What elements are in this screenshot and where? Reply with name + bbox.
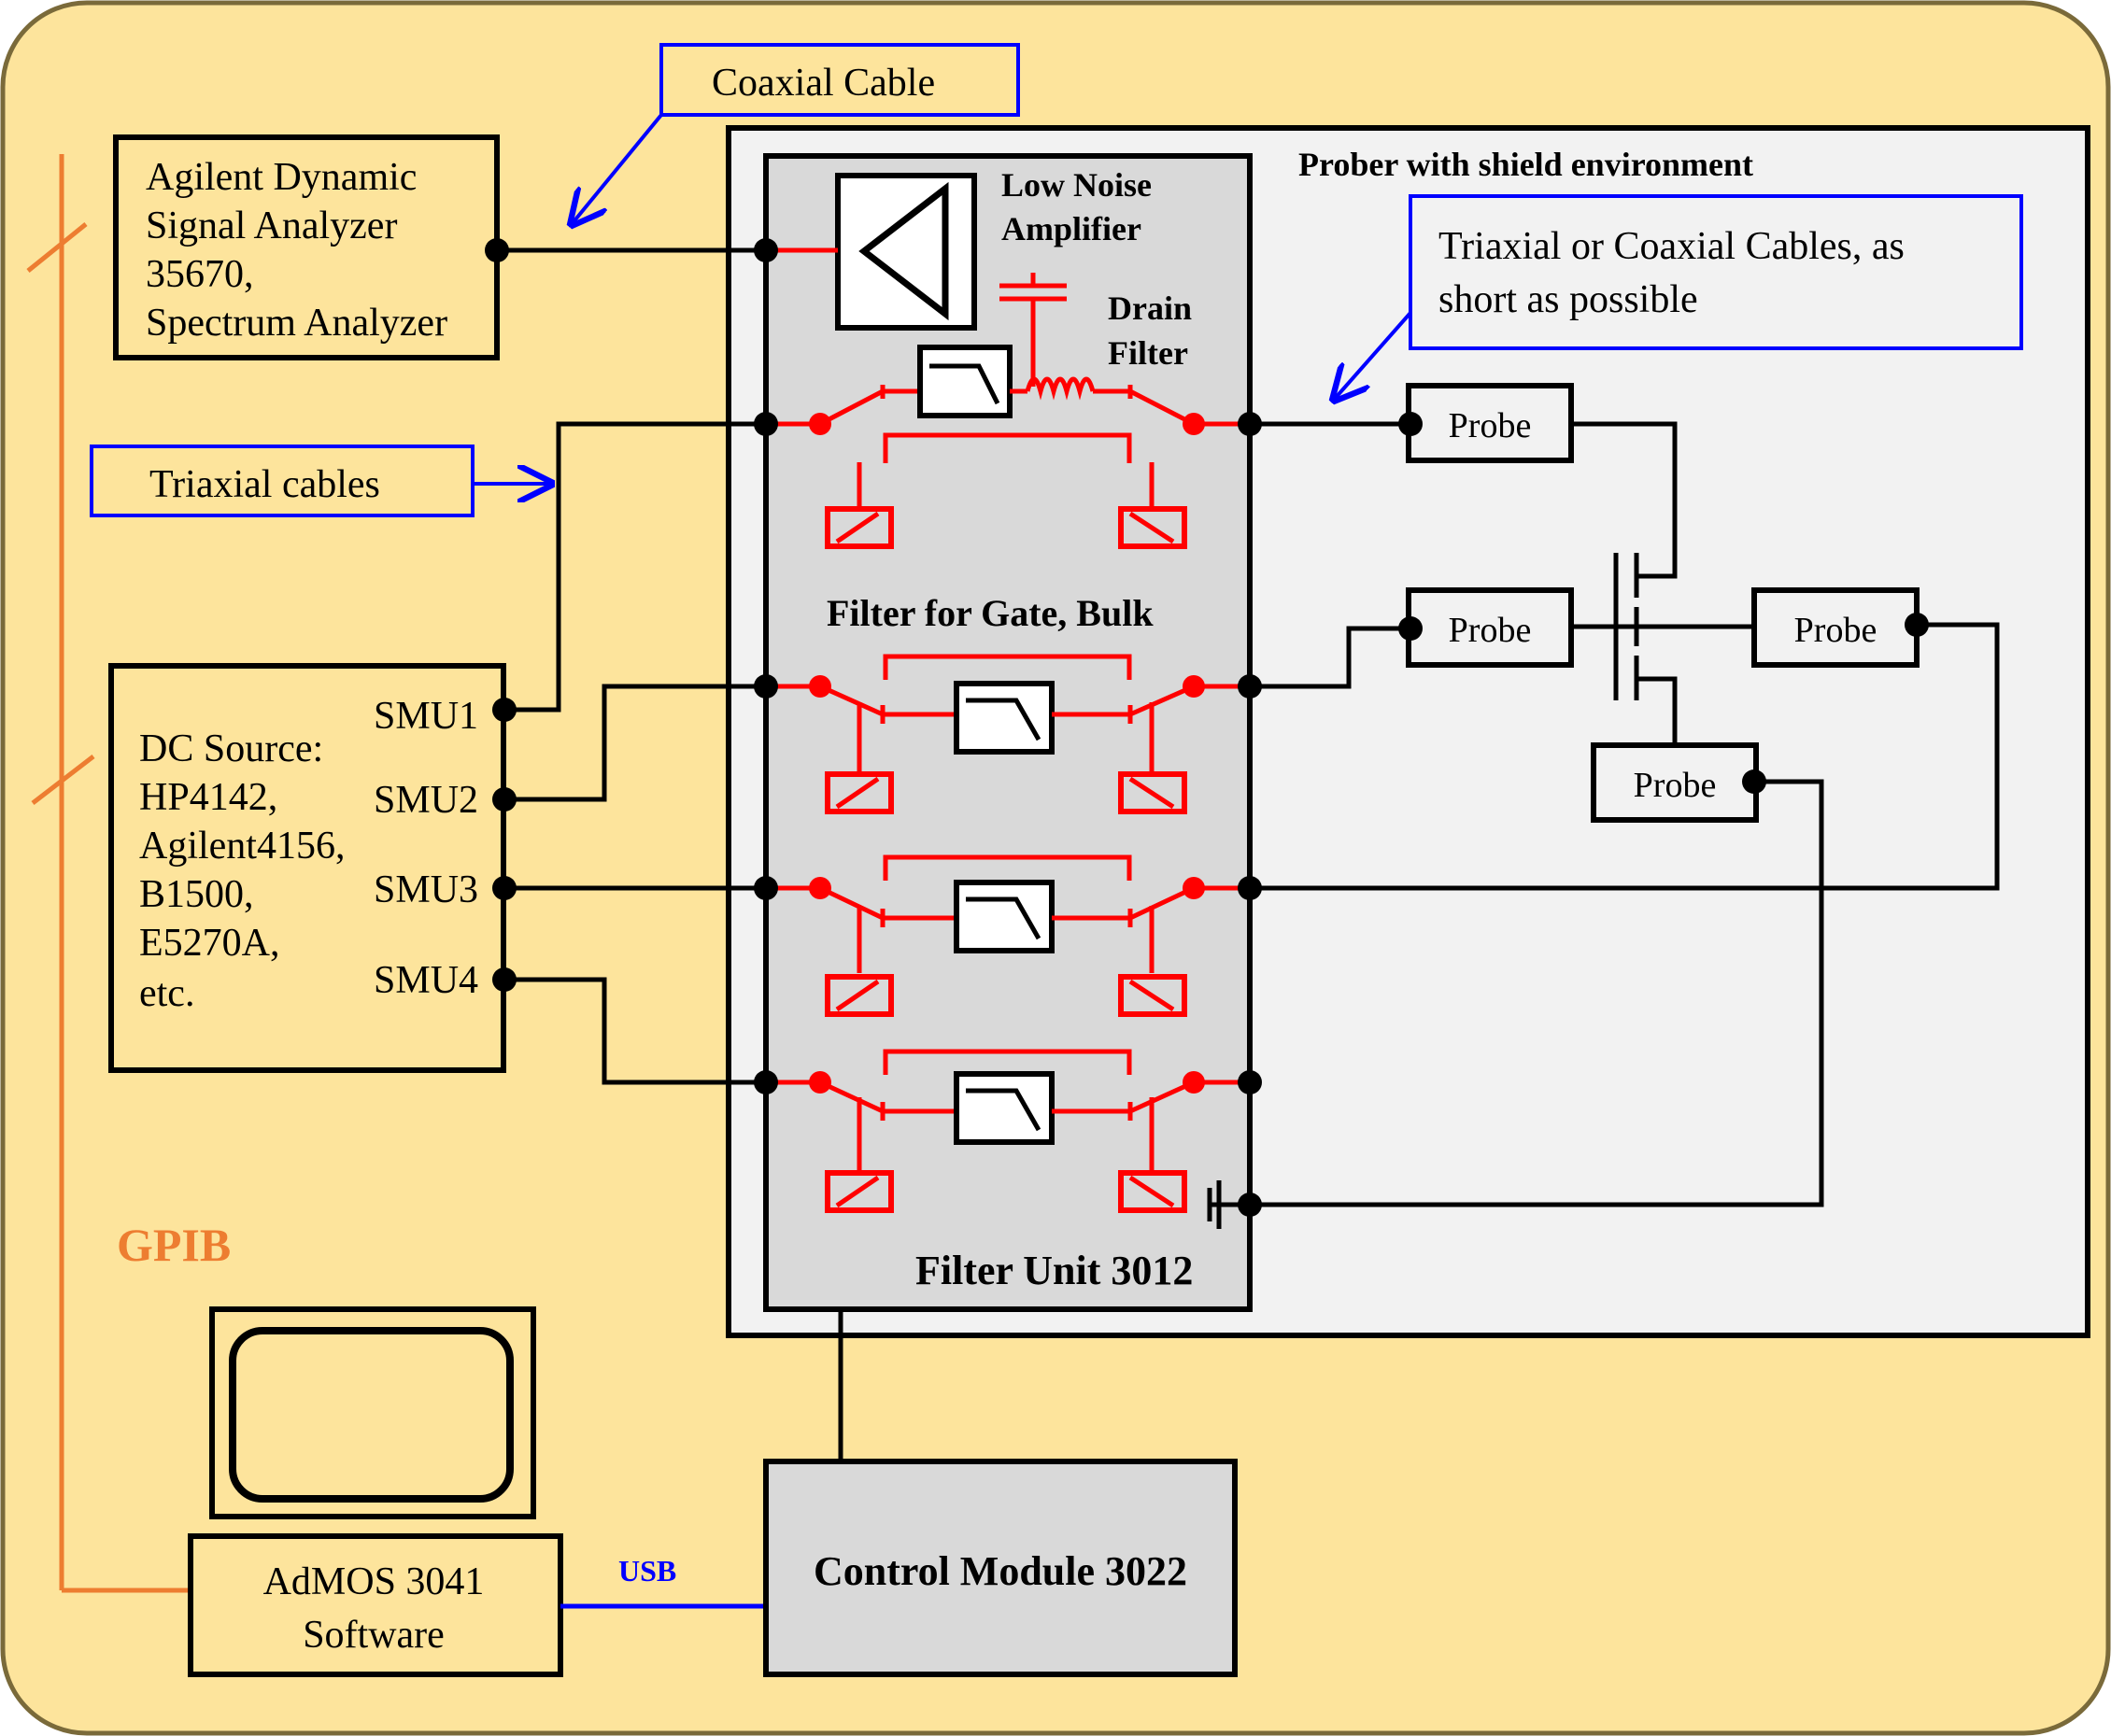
dc-source-line4: B1500, xyxy=(139,873,254,916)
external-wiring xyxy=(497,247,2000,1207)
analyzer-line1: Agilent Dynamic xyxy=(146,156,417,199)
source-filter-row xyxy=(766,1049,1250,1213)
short-cables-line1: Triaxial or Coaxial Cables, as xyxy=(1438,225,1905,268)
smu4-label: SMU4 xyxy=(374,959,478,1002)
drain-filter-row xyxy=(766,345,1250,549)
probe-bulk: Probe xyxy=(1751,587,1920,668)
monitor-icon xyxy=(209,1306,536,1519)
coaxial-cable-label: Coaxial Cable xyxy=(712,62,935,105)
short-cables-line2: short as possible xyxy=(1438,278,1698,321)
smu3-label: SMU3 xyxy=(374,868,478,911)
dc-source-line2: HP4142, xyxy=(139,776,277,819)
signal-analyzer-box: Agilent Dynamic Signal Analyzer 35670, S… xyxy=(113,134,500,360)
coaxial-arrow xyxy=(572,113,663,224)
drain-filter-line2: Filter xyxy=(1108,334,1188,372)
low-noise-amplifier: Low Noise Amplifier xyxy=(766,166,1152,331)
dc-source-line3: Agilent4156, xyxy=(139,825,345,868)
dc-source-line6: etc. xyxy=(139,972,194,1015)
lna-line1: Low Noise xyxy=(1001,166,1152,204)
analyzer-line4: Spectrum Analyzer xyxy=(146,302,447,345)
probe-source: Probe xyxy=(1591,742,1759,823)
short-cables-callout: Triaxial or Coaxial Cables, as short as … xyxy=(1334,194,2023,400)
mosfet-symbol xyxy=(1613,553,1639,700)
gpib-label: GPIB xyxy=(117,1219,231,1271)
filter-unit-title: Filter Unit 3012 xyxy=(915,1248,1193,1293)
probe-gate: Probe xyxy=(1406,587,1574,668)
dc-source-line5: E5270A, xyxy=(139,922,280,965)
analyzer-line3: 35670, xyxy=(146,253,254,296)
drain-filter-line1: Drain xyxy=(1108,289,1192,327)
analyzer-line2: Signal Analyzer xyxy=(146,205,397,247)
software-line1: AdMOS 3041 xyxy=(263,1560,485,1603)
bulk-filter-row xyxy=(766,854,1250,1017)
probe-gate-label: Probe xyxy=(1449,611,1532,650)
probe-source-label: Probe xyxy=(1634,766,1717,805)
smu2-label: SMU2 xyxy=(374,779,478,822)
short-cables-arrow xyxy=(1334,311,1412,400)
dc-source-line1: DC Source: xyxy=(139,727,323,770)
connection-dots xyxy=(485,238,1929,1217)
dc-source-box: DC Source: HP4142, Agilent4156, B1500, E… xyxy=(108,663,506,1073)
gpib-bus xyxy=(26,154,191,1593)
gate-bulk-label: Filter for Gate, Bulk xyxy=(827,592,1154,634)
coupling-capacitor xyxy=(999,273,1067,387)
software-line2: Software xyxy=(303,1614,445,1657)
usb-label: USB xyxy=(618,1554,676,1588)
prober-title: Prober with shield environment xyxy=(1298,146,1753,183)
smu1-label: SMU1 xyxy=(374,695,478,738)
probe-drain: Probe xyxy=(1406,383,1574,463)
probe-drain-label: Probe xyxy=(1449,406,1532,445)
control-module-box: Control Module 3022 xyxy=(763,1459,1238,1677)
coaxial-cable-callout: Coaxial Cable xyxy=(572,43,1020,224)
lna-line2: Amplifier xyxy=(1001,210,1141,247)
probe-bulk-label: Probe xyxy=(1794,611,1877,650)
triaxial-cables-label: Triaxial cables xyxy=(149,463,380,506)
software-box: AdMOS 3041 Software xyxy=(188,1533,563,1677)
triaxial-cables-callout: Triaxial cables xyxy=(90,445,551,517)
control-module-label: Control Module 3022 xyxy=(814,1548,1187,1594)
